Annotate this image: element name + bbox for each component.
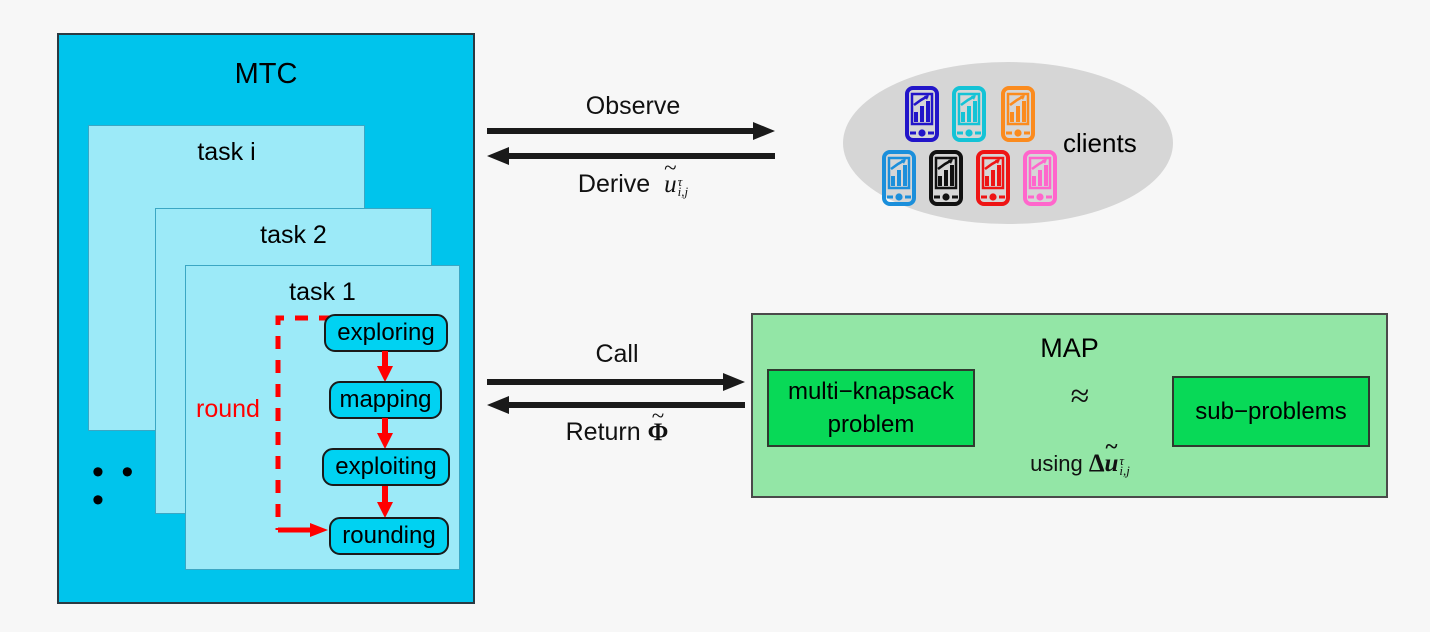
flow-node-exploiting[interactable]: exploiting [322,448,450,486]
task-card-1-label: task 1 [289,278,356,306]
return-accent: ~ [651,402,665,428]
phone-icon-black[interactable] [928,150,964,206]
return-label: Return ~Φ [492,404,742,447]
derive-base: u [664,171,677,198]
using-subscript: i,j [1119,462,1130,478]
flow-node-rounding[interactable]: rounding [329,517,449,555]
phone-icon-blue[interactable] [904,86,940,142]
derive-subscript: i,j [677,183,689,199]
phone-icon-orange[interactable] [1000,86,1036,142]
task-card-i-label: task i [197,138,256,166]
flow-arrow-exploiting-to-rounding [377,486,393,518]
map-title: MAP [1040,333,1099,363]
round-loop-label: round [196,395,260,423]
flow-node-exploring[interactable]: exploring [324,314,448,352]
knapsack-line-1: multi−knapsack [787,378,955,405]
flow-node-mapping[interactable]: mapping [329,381,442,419]
approximation-symbol: ≈ [1070,378,1090,415]
round-loop-arrow [275,315,332,537]
return-base: Φ [647,419,669,446]
return-text: Return [565,418,641,446]
phone-icon-azure[interactable] [881,150,917,206]
call-return-arrows [487,373,745,414]
using-base: u [1104,450,1119,477]
using-superscript: τ [1119,452,1125,468]
using-accent: ~ [1105,433,1118,459]
sub-problems-box[interactable]: sub−problems [1172,376,1370,447]
delta-symbol: Δ [1088,450,1105,477]
observe-label: Observe [585,92,681,120]
call-label: Call [595,340,639,368]
task-card-2-label: task 2 [260,221,327,249]
observe-derive-arrows [487,122,775,165]
tasks-ellipsis: • • • [92,453,138,519]
flow-arrow-exploring-to-mapping [377,351,393,382]
mtc-title: MTC [234,58,298,90]
flow-arrow-mapping-to-exploiting [377,418,393,449]
sub-problems-label: sub−problems [1195,398,1347,425]
derive-text: Derive [577,170,651,198]
derive-accent: ~ [664,154,677,180]
phone-icon-red[interactable] [975,150,1011,206]
multi-knapsack-problem-box[interactable]: multi−knapsack problem [767,369,975,447]
clients-label: clients [1063,128,1137,158]
phone-icon-cyan[interactable] [951,86,987,142]
using-text: using [1030,451,1083,476]
knapsack-line-2: problem [827,411,915,438]
phone-icon-pink[interactable] [1022,150,1058,206]
derive-superscript: τ [677,173,683,189]
